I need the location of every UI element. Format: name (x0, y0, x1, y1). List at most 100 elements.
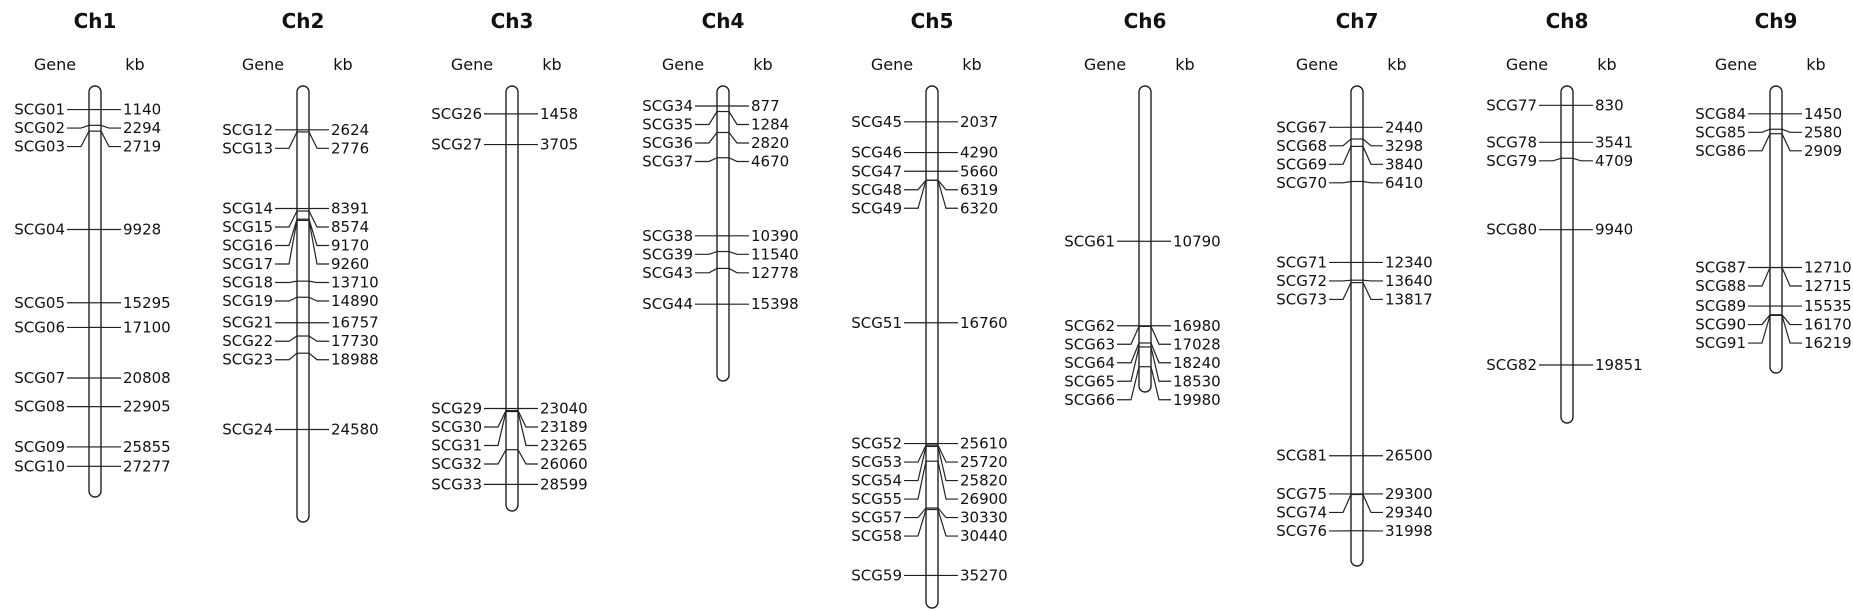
kb-label: 19851 (1595, 356, 1643, 374)
kb-label: 12710 (1804, 258, 1852, 276)
kb-connector (308, 335, 329, 342)
kb-label: 23189 (540, 418, 588, 436)
gene-label: SCG72 (1276, 272, 1327, 290)
kb-label: 22905 (123, 398, 171, 416)
kb-connector (1572, 157, 1593, 162)
kb-label: 15535 (1804, 297, 1852, 315)
gene-column-header: Gene (451, 55, 493, 74)
gene-label: SCG07 (14, 369, 65, 387)
gene-label: SCG58 (851, 527, 902, 545)
gene-label: SCG89 (1695, 297, 1746, 315)
gene-connector (695, 250, 718, 255)
gene-label: SCG46 (851, 144, 902, 162)
kb-label: 6410 (1385, 174, 1423, 192)
gene-connector (904, 461, 927, 500)
kb-label: 16170 (1804, 316, 1852, 334)
gene-connector (275, 218, 298, 247)
kb-connector (1781, 133, 1802, 152)
gene-connector (1748, 315, 1771, 344)
kb-label: 2580 (1804, 123, 1842, 141)
gene-connector (275, 220, 298, 265)
kb-label: 13640 (1385, 272, 1433, 290)
gene-label: SCG35 (642, 115, 693, 133)
kb-label: 18530 (1173, 372, 1221, 390)
kb-connector (1781, 128, 1802, 133)
gene-label: SCG73 (1276, 290, 1327, 308)
gene-label: SCG02 (14, 119, 65, 137)
gene-connector (1748, 267, 1771, 287)
kb-label: 16980 (1173, 317, 1221, 335)
gene-connector (695, 132, 718, 144)
kb-label: 8574 (331, 218, 369, 236)
gene-label: SCG14 (222, 200, 273, 218)
gene-label: SCG08 (14, 398, 65, 416)
kb-connector (728, 250, 749, 255)
kb-connector (308, 210, 329, 228)
kb-label: 35270 (960, 566, 1008, 584)
kb-label: 28599 (540, 475, 588, 493)
kb-column-header: kb (753, 55, 772, 74)
kb-connector (308, 280, 329, 284)
kb-connector (1362, 279, 1383, 282)
kb-label: 23265 (540, 436, 588, 454)
gene-label: SCG57 (851, 509, 902, 527)
gene-column-header: Gene (871, 55, 913, 74)
gene-connector (1329, 146, 1352, 165)
gene-label: SCG91 (1695, 334, 1746, 352)
kb-label: 6319 (960, 181, 998, 199)
kb-label: 15398 (751, 295, 799, 313)
kb-connector (937, 507, 958, 519)
kb-label: 23040 (540, 399, 588, 417)
kb-label: 29340 (1385, 503, 1433, 521)
gene-connector (1329, 180, 1352, 184)
gene-label: SCG61 (1064, 232, 1115, 250)
gene-label: SCG03 (14, 138, 65, 156)
kb-label: 3705 (540, 136, 578, 154)
kb-connector (100, 124, 121, 129)
kb-connector (1362, 282, 1383, 301)
kb-label: 5660 (960, 162, 998, 180)
kb-connector (517, 449, 538, 465)
chromosome-bar (1769, 85, 1783, 374)
kb-label: 4290 (960, 144, 998, 162)
gene-label: SCG77 (1486, 96, 1537, 114)
gene-label: SCG32 (431, 455, 482, 473)
chromosome-bar (88, 85, 102, 498)
kb-connector (728, 132, 749, 144)
gene-label: SCG62 (1064, 317, 1115, 335)
gene-label: SCG80 (1486, 221, 1537, 239)
kb-connector (728, 111, 749, 126)
kb-label: 13817 (1385, 290, 1433, 308)
chromosome-title: Ch3 (491, 9, 534, 33)
gene-connector (1748, 128, 1771, 133)
kb-label: 3298 (1385, 137, 1423, 155)
kb-label: 29300 (1385, 485, 1433, 503)
gene-connector (275, 210, 298, 228)
gene-label: SCG01 (14, 101, 65, 119)
kb-connector (937, 179, 958, 191)
gene-label: SCG36 (642, 134, 693, 152)
gene-label: SCG74 (1276, 503, 1327, 521)
chromosome-bar (716, 85, 730, 382)
chromosome-title: Ch8 (1546, 9, 1589, 33)
kb-connector (937, 180, 958, 209)
kb-label: 4709 (1595, 152, 1633, 170)
gene-connector (1539, 157, 1562, 162)
gene-column-header: Gene (662, 55, 704, 74)
chromosome-bar (925, 85, 939, 609)
kb-label: 31998 (1385, 522, 1433, 540)
kb-label: 18988 (331, 351, 379, 369)
gene-label: SCG22 (222, 332, 273, 350)
chromosome-bar (1350, 85, 1364, 567)
kb-label: 2820 (751, 134, 789, 152)
gene-connector (1329, 138, 1352, 147)
kb-label: 16757 (331, 314, 379, 332)
gene-connector (1117, 342, 1140, 364)
kb-label: 877 (751, 97, 780, 115)
gene-label: SCG84 (1695, 105, 1746, 123)
kb-connector (308, 218, 329, 247)
